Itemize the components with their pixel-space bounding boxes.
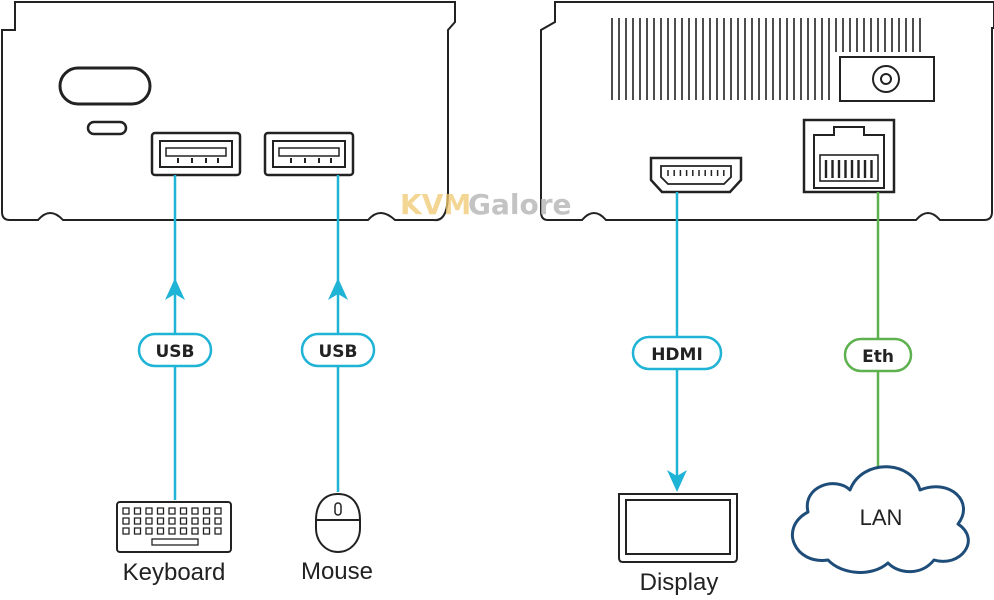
usb-label-pill: USB xyxy=(300,332,376,368)
display-label: Display xyxy=(640,569,719,596)
usb-label: USB xyxy=(155,342,194,362)
watermark: KVM Galore xyxy=(400,188,572,221)
vent-slots xyxy=(611,18,921,100)
mouse-icon xyxy=(315,492,361,554)
front-panel xyxy=(1,1,456,222)
rear-panel xyxy=(540,1,994,221)
keyboard-label: Keyboard xyxy=(123,559,226,586)
usb-port-icon xyxy=(150,131,242,177)
usb-label: USB xyxy=(318,342,357,362)
usb-label-pill: USB xyxy=(137,332,213,368)
display-icon xyxy=(618,493,738,563)
hdmi-label-pill: HDMI xyxy=(631,335,723,371)
lan-label: LAN xyxy=(860,505,903,530)
keyboard-icon xyxy=(116,501,232,553)
ethernet-port-icon xyxy=(802,118,896,194)
led-indicator-icon xyxy=(86,120,128,136)
eth-label: Eth xyxy=(862,347,894,367)
usb-port-icon xyxy=(263,131,355,177)
watermark-galore: Galore xyxy=(468,188,572,221)
power-button-icon xyxy=(58,66,152,106)
mouse-label: Mouse xyxy=(301,558,373,585)
lan-cloud-icon xyxy=(790,465,970,574)
hdmi-port-icon xyxy=(649,156,743,194)
eth-label-pill: Eth xyxy=(843,337,913,373)
hdmi-label: HDMI xyxy=(651,345,703,365)
dc-power-jack-icon xyxy=(839,56,935,102)
hdmi-display-line xyxy=(667,192,687,492)
watermark-kvm: KVM xyxy=(400,188,471,221)
